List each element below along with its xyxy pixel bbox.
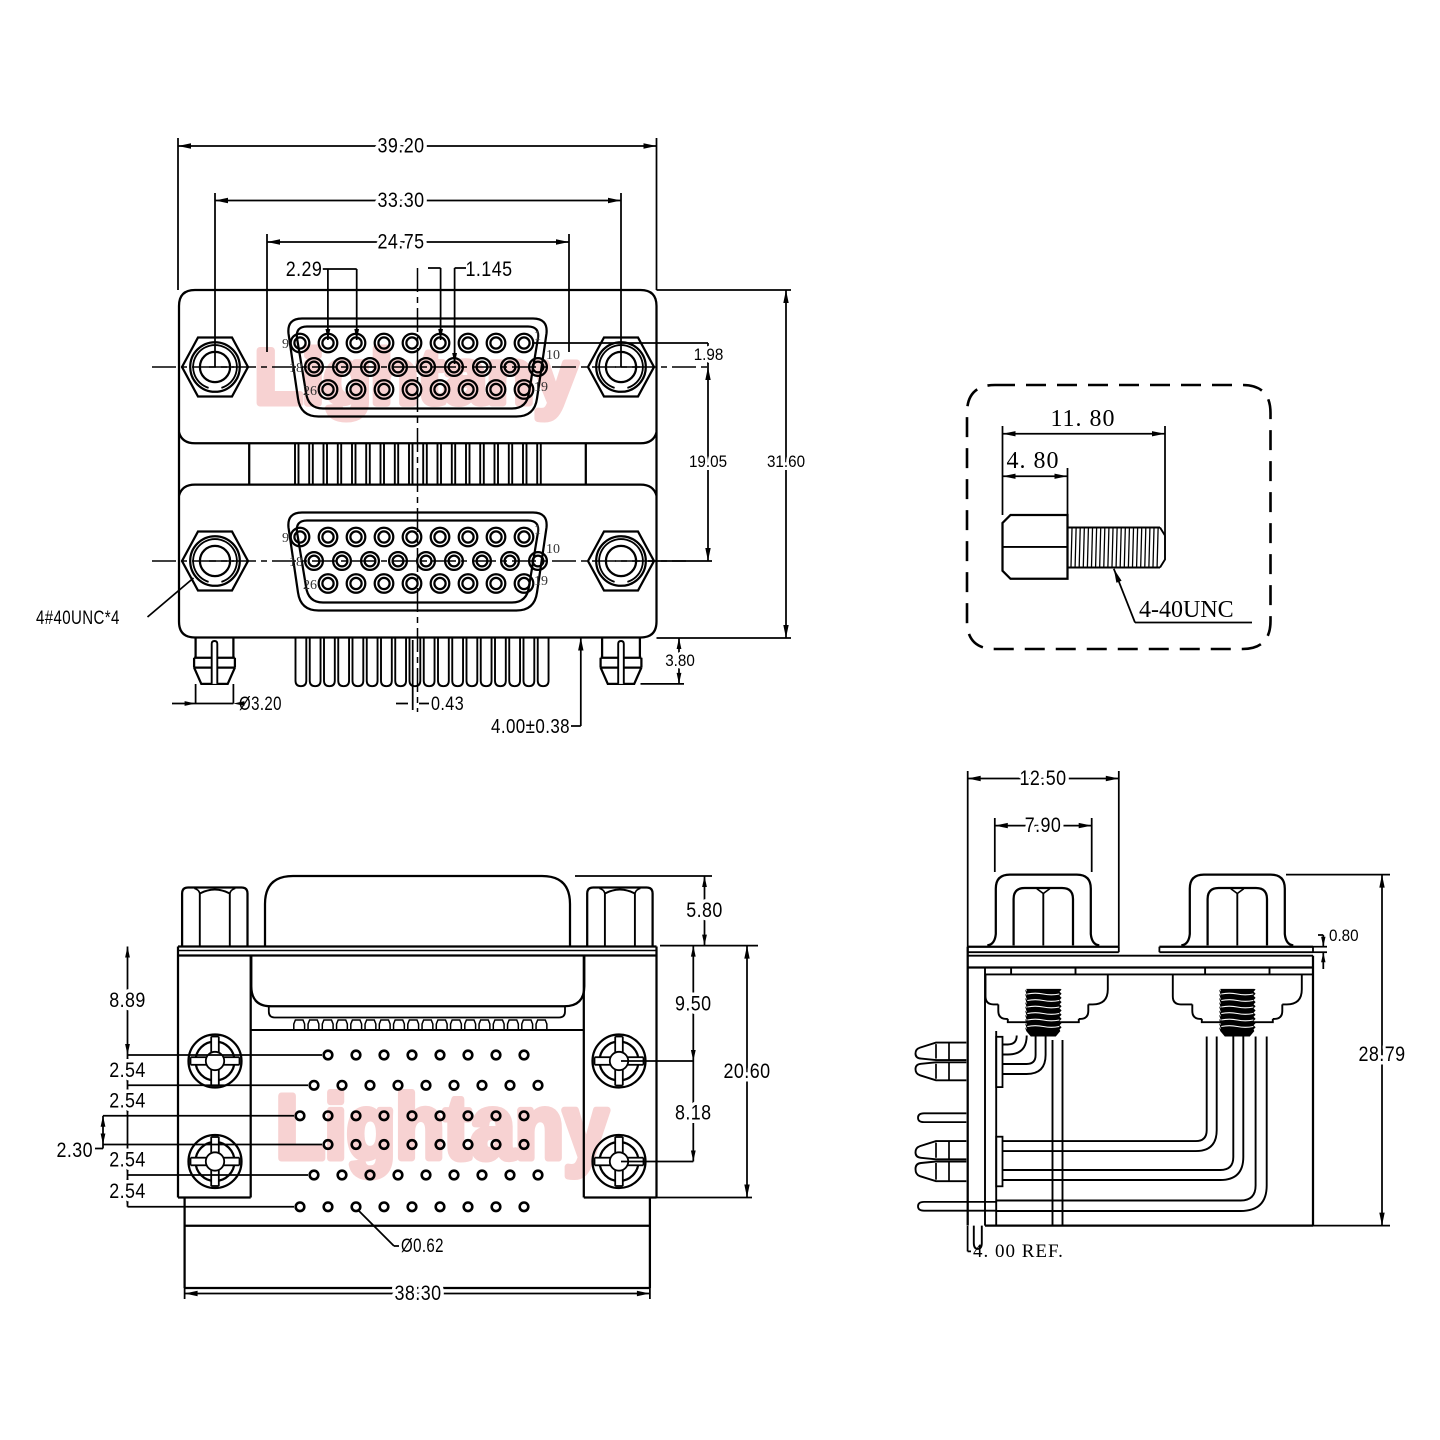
svg-text:10: 10 bbox=[546, 542, 560, 557]
svg-text:2.54: 2.54 bbox=[109, 1090, 146, 1113]
svg-text:5.80: 5.80 bbox=[686, 899, 723, 922]
svg-text:24.75: 24.75 bbox=[378, 231, 425, 254]
svg-text:11. 80: 11. 80 bbox=[1050, 406, 1115, 432]
svg-text:20.60: 20.60 bbox=[724, 1060, 771, 1083]
svg-text:26: 26 bbox=[303, 578, 317, 593]
svg-text:18: 18 bbox=[289, 555, 303, 570]
svg-text:31.60: 31.60 bbox=[767, 452, 805, 471]
svg-text:3.80: 3.80 bbox=[665, 651, 695, 670]
svg-text:2.54: 2.54 bbox=[109, 1059, 146, 1082]
svg-text:Ø3.20: Ø3.20 bbox=[239, 694, 282, 715]
svg-text:0.80: 0.80 bbox=[1329, 926, 1359, 945]
svg-text:26: 26 bbox=[303, 384, 317, 399]
svg-text:38.30: 38.30 bbox=[395, 1282, 442, 1305]
svg-text:2.54: 2.54 bbox=[109, 1180, 146, 1203]
svg-text:1: 1 bbox=[534, 329, 541, 344]
svg-text:1: 1 bbox=[534, 523, 541, 538]
svg-text:8.89: 8.89 bbox=[109, 989, 146, 1012]
svg-text:Ø0.62: Ø0.62 bbox=[401, 1236, 444, 1257]
svg-text:2.30: 2.30 bbox=[57, 1139, 94, 1162]
svg-text:10: 10 bbox=[546, 348, 560, 363]
svg-text:39.20: 39.20 bbox=[378, 135, 425, 158]
svg-text:2.54: 2.54 bbox=[109, 1149, 146, 1172]
svg-text:4. 80: 4. 80 bbox=[1007, 448, 1060, 474]
svg-text:2.29: 2.29 bbox=[286, 258, 323, 281]
svg-text:1.145: 1.145 bbox=[466, 258, 513, 281]
svg-text:19: 19 bbox=[534, 574, 548, 589]
svg-text:1.98: 1.98 bbox=[694, 345, 724, 364]
svg-text:28.79: 28.79 bbox=[1359, 1043, 1406, 1066]
svg-text:19.05: 19.05 bbox=[689, 452, 727, 471]
svg-text:Lightany: Lightany bbox=[276, 1078, 608, 1178]
svg-text:18: 18 bbox=[289, 361, 303, 376]
svg-text:0.43: 0.43 bbox=[431, 694, 464, 715]
svg-text:8.18: 8.18 bbox=[675, 1102, 712, 1125]
svg-text:9: 9 bbox=[282, 531, 289, 546]
svg-text:33.30: 33.30 bbox=[378, 189, 425, 212]
svg-text:12.50: 12.50 bbox=[1020, 767, 1067, 790]
svg-text:4.00±0.38: 4.00±0.38 bbox=[491, 716, 570, 738]
svg-text:9.50: 9.50 bbox=[675, 993, 712, 1016]
svg-text:9: 9 bbox=[282, 337, 289, 352]
svg-text:4-40UNC: 4-40UNC bbox=[1139, 597, 1234, 623]
svg-text:7.90: 7.90 bbox=[1025, 814, 1062, 837]
svg-text:4. 00 REF.: 4. 00 REF. bbox=[973, 1241, 1064, 1262]
svg-text:4#40UNC*4: 4#40UNC*4 bbox=[36, 608, 120, 629]
svg-text:19: 19 bbox=[534, 380, 548, 395]
